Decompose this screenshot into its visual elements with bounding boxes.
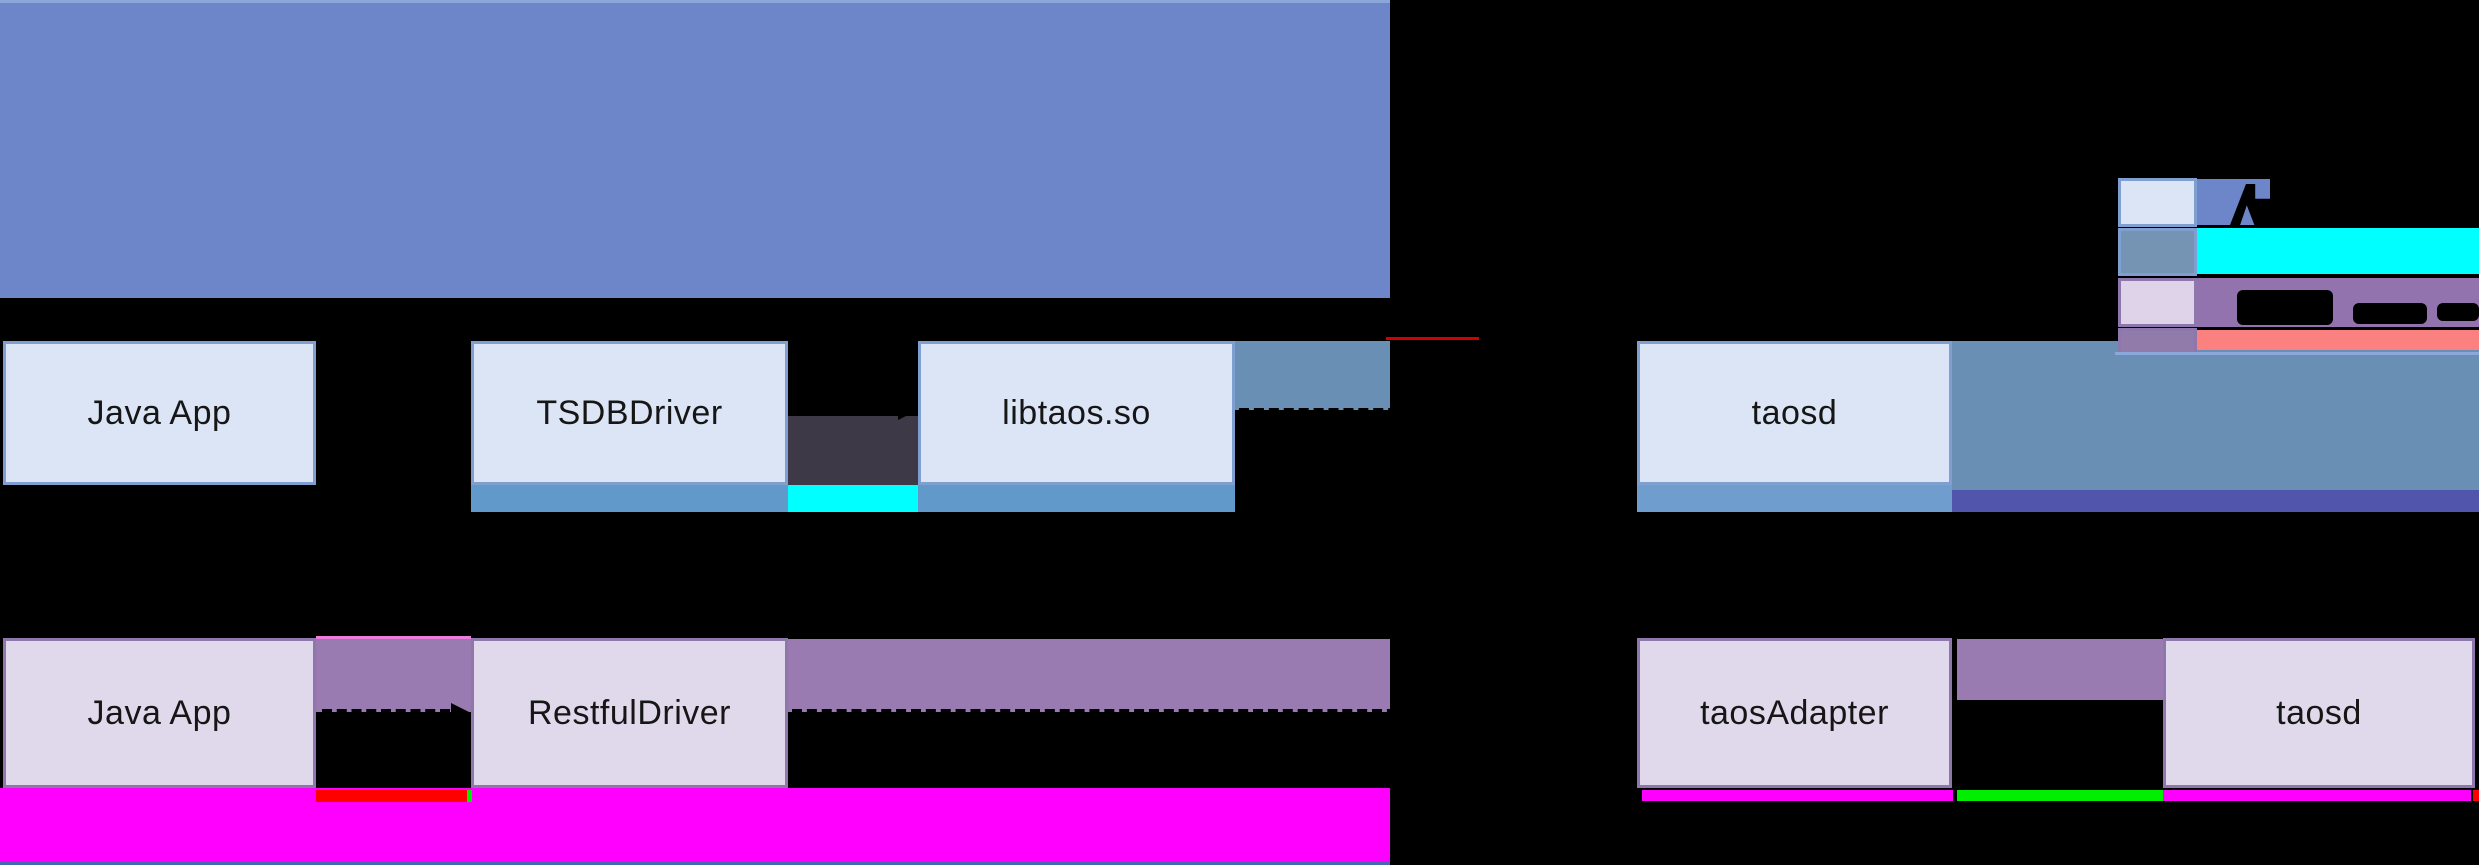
cyan-strip	[788, 485, 918, 512]
arrow-javaapp-to-restfuldriver	[322, 709, 450, 714]
arrow-javaapp-to-tsdbdriver	[322, 408, 450, 413]
legend-band-salmon	[2197, 330, 2479, 350]
strip-under-libtaos	[918, 485, 1235, 512]
strip-under-tsdbdriver	[471, 485, 788, 512]
legend-swatch-rest	[2118, 278, 2197, 327]
taosadapter-box: taosAdapter	[1637, 638, 1952, 788]
tsdbdriver-box: TSDBDriver	[471, 341, 788, 485]
steel-band-left-end	[1235, 341, 1390, 410]
arrow-tsdbdriver-to-libtaos	[792, 408, 898, 413]
rest-gap-band-right	[1957, 639, 2163, 700]
arrowhead-taosadapter	[1620, 703, 1638, 721]
restfuldriver-box: RestfulDriver	[471, 638, 788, 788]
red-strip	[316, 790, 467, 802]
taosd-jni-box: taosd	[1637, 341, 1952, 485]
legend-swatch-client	[2118, 178, 2197, 227]
libtaos-label: libtaos.so	[1002, 393, 1151, 432]
taosd-rest-box: taosd	[2163, 638, 2475, 788]
legend-band-cyan	[2197, 228, 2479, 274]
arrowhead-taosd-rest	[2143, 703, 2161, 721]
green-sliver	[467, 790, 472, 802]
magenta-band-left	[0, 788, 1390, 861]
tsdbdriver-label: TSDBDriver	[536, 393, 723, 432]
arrowhead-tsdbdriver	[451, 402, 469, 420]
taosd-rest-label: taosd	[2276, 693, 2362, 732]
legend-text-remnant-2	[2353, 303, 2427, 324]
jni-highlight-band	[0, 0, 1390, 298]
java-app-jni-label: Java App	[87, 393, 232, 432]
gap-shadow-2-charcoal	[788, 416, 918, 485]
strip-under-taosd	[1637, 485, 1952, 512]
red-network-line	[1386, 337, 1479, 340]
java-app-jni-box: Java App	[3, 341, 316, 485]
gap-shadow-right-end	[1235, 413, 1390, 512]
arrowhead-libtaos	[898, 402, 916, 420]
legend-swatch-server-band	[2118, 228, 2197, 276]
green-strip	[1957, 790, 2163, 801]
libtaos-box: libtaos.so	[918, 341, 1235, 485]
legend-text-remnant-1	[2237, 290, 2333, 325]
taosadapter-label: taosAdapter	[1700, 693, 1889, 732]
legend-text-remnant-3	[2437, 303, 2479, 321]
arrowhead-restfuldriver	[451, 703, 469, 721]
arrowhead-taosd-jni	[1622, 402, 1640, 420]
gap-shadow-1	[316, 416, 471, 512]
magenta-strip-taosadapter	[1642, 790, 1953, 801]
rest-band-pink-edge	[316, 636, 471, 639]
legend-swatch-band	[2118, 328, 2197, 352]
bottom-blue-line	[0, 861, 1390, 865]
arrow-libtaos-to-taosd	[1239, 408, 1622, 413]
arrow-restfuldriver-to-taosadapter	[792, 709, 1620, 714]
taosd-jni-label: taosd	[1751, 393, 1838, 432]
restfuldriver-label: RestfulDriver	[528, 693, 731, 732]
java-app-rest-box: Java App	[3, 638, 316, 788]
java-app-rest-label: Java App	[87, 693, 232, 732]
legend-band-line	[2115, 352, 2479, 355]
red-sliver-corner	[2473, 790, 2479, 801]
magenta-strip-taosd	[2163, 790, 2471, 801]
periwinkle-strip	[1952, 490, 2479, 512]
legend	[2115, 175, 2479, 355]
server-band	[1952, 341, 2479, 490]
arrow-taosadapter-to-taosd	[1961, 709, 2141, 714]
